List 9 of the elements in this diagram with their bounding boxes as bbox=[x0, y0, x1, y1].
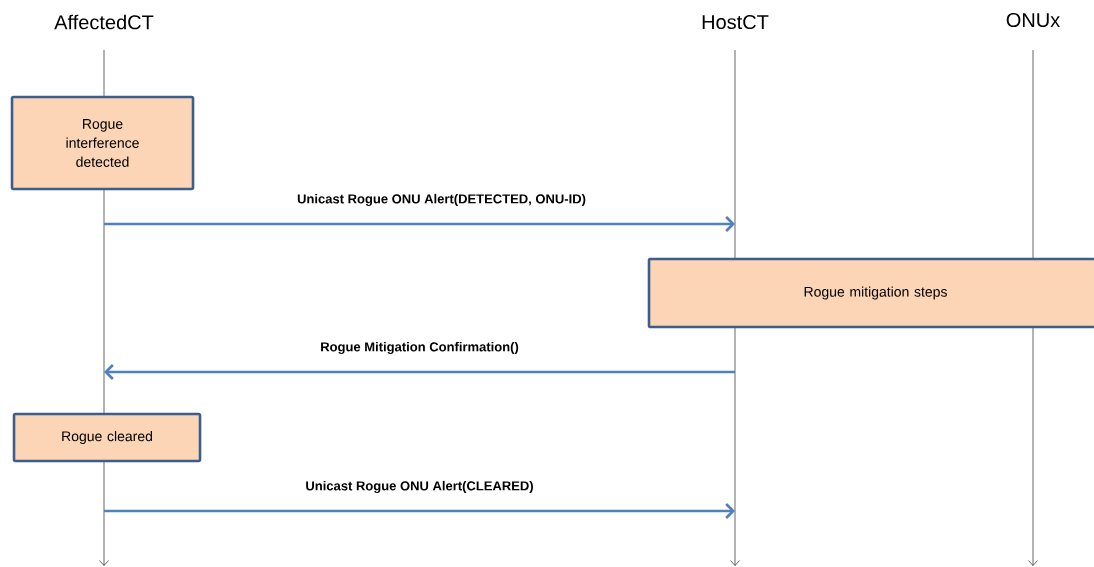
edge-label: Rogue Mitigation Confirmation() bbox=[319, 340, 520, 356]
edge-label: Unicast Rogue ONU Alert(DETECTED, ONU-ID) bbox=[296, 192, 587, 208]
process-box: Rogue cleared bbox=[12, 412, 202, 463]
process-box: Rogue interference detected bbox=[10, 95, 195, 191]
message-arrow bbox=[104, 364, 735, 380]
message-arrow bbox=[104, 216, 735, 232]
process-box: Rogue mitigation steps bbox=[647, 257, 1094, 329]
edge-label: Unicast Rogue ONU Alert(CLEARED) bbox=[304, 479, 535, 495]
message-arrow bbox=[104, 503, 735, 519]
